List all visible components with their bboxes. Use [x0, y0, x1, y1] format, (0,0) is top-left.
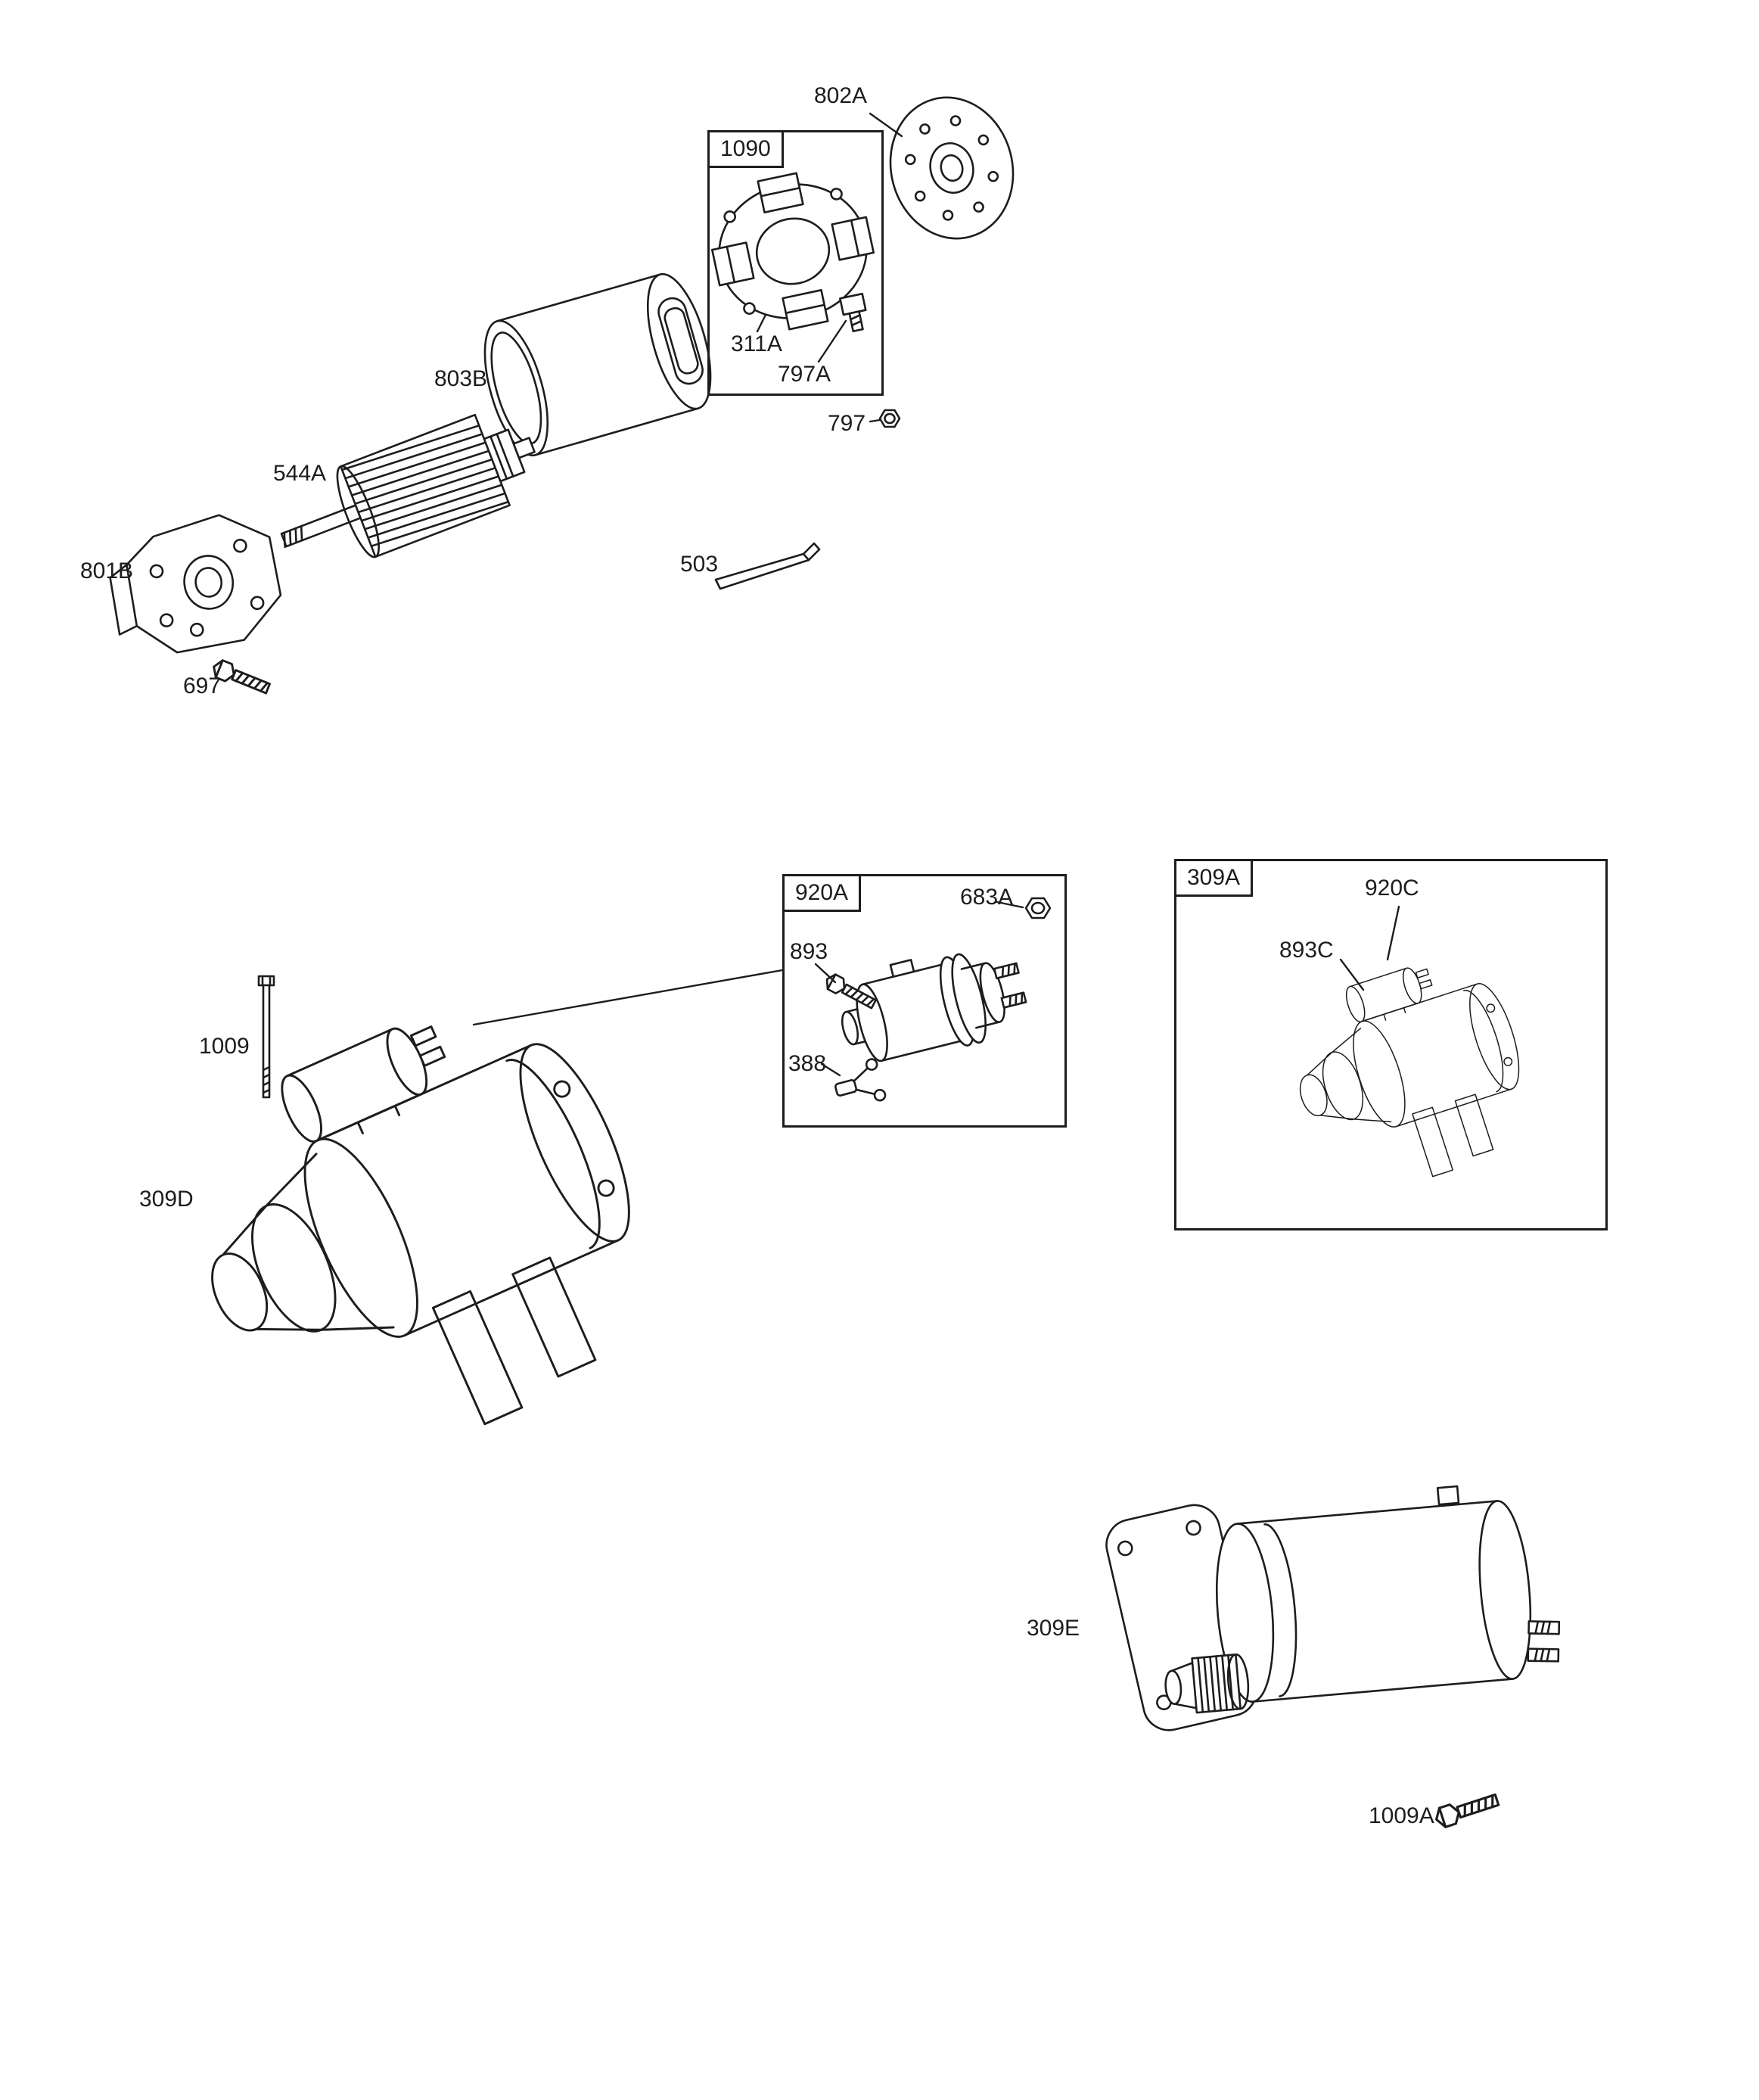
part-label-544A: 544A	[273, 461, 327, 486]
nut-683A-drawing	[1024, 897, 1052, 919]
callout-box-1090-label: 1090	[707, 130, 784, 168]
part-label-388: 388	[788, 1051, 827, 1076]
callout-box-309A-label: 309A	[1174, 859, 1254, 897]
part-label-697: 697	[183, 674, 222, 698]
starter-motor-309E-drawing	[1105, 1485, 1561, 1731]
part-label-683A: 683A	[960, 885, 1014, 910]
part-label-893: 893	[790, 939, 828, 964]
lock-nut-797-drawing	[878, 409, 901, 428]
callout-box-920A-label: 920A	[782, 874, 862, 912]
part-label-803B: 803B	[434, 366, 488, 391]
brush-holder-drawing	[710, 172, 875, 333]
through-bolt-1009-drawing	[257, 975, 275, 1099]
part-label-797A: 797A	[778, 362, 831, 387]
part-label-802A: 802A	[814, 83, 868, 108]
callout-box-1090: 1090	[707, 130, 884, 396]
terminal-screw-797A-drawing	[839, 292, 867, 333]
shift-fork-388-drawing	[834, 1058, 887, 1102]
part-label-801B: 801B	[80, 558, 134, 583]
part-label-1009: 1009	[199, 1034, 250, 1059]
drive-end-bracket-drawing	[109, 514, 282, 654]
pinion-gear-drawing	[1164, 1654, 1250, 1714]
armature-drawing	[280, 413, 536, 558]
callout-box-920A: 920A	[782, 874, 1067, 1128]
end-cap-plate-drawing	[889, 96, 1015, 240]
part-label-309D: 309D	[139, 1187, 194, 1212]
motor-housing-drawing	[483, 272, 712, 457]
part-label-309E: 309E	[1027, 1616, 1080, 1641]
brush-spring-503-drawing	[714, 542, 821, 590]
callout-box-309A: 309A	[1174, 859, 1608, 1230]
leader-lines	[472, 112, 1400, 1077]
part-label-797: 797	[828, 411, 866, 436]
part-label-311A: 311A	[731, 331, 782, 356]
part-label-503: 503	[680, 552, 719, 577]
part-label-1009A: 1009A	[1369, 1803, 1434, 1828]
part-label-920C: 920C	[1365, 876, 1419, 901]
part-label-893C: 893C	[1279, 938, 1334, 963]
bolt-1009A-drawing	[1431, 1789, 1502, 1831]
